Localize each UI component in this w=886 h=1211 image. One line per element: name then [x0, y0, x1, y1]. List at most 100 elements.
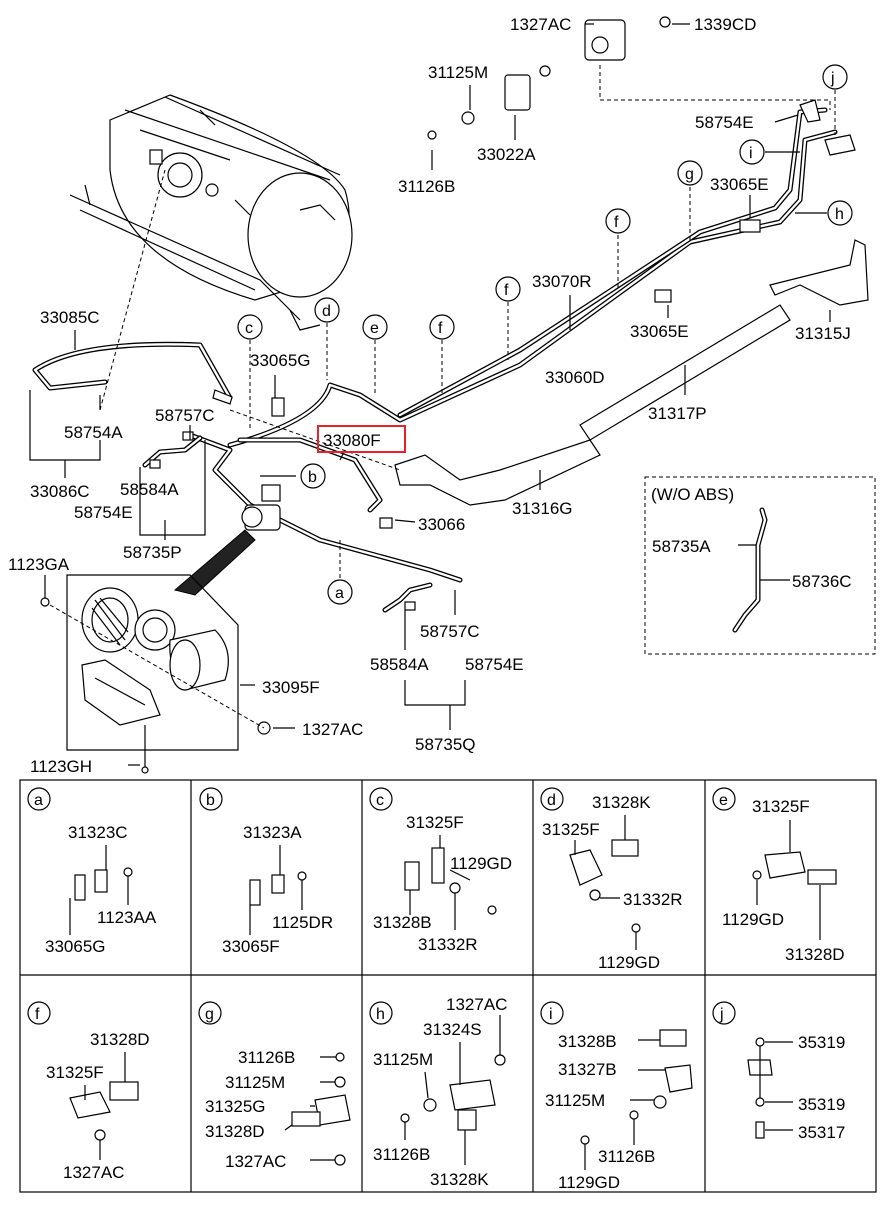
- panel-g-label-5: 1327AC: [225, 1152, 286, 1171]
- label-31126B-top: 31126B: [398, 177, 455, 196]
- panel-c-label-2: 1129GD: [450, 854, 512, 873]
- label-58754E-top: 58754E: [695, 113, 754, 132]
- callout-f1: f: [614, 214, 619, 231]
- label-58584A-right: 58584A: [370, 655, 429, 674]
- panel-g-label-2: 31125M: [225, 1073, 285, 1092]
- panel-i-label-5: 1129GD: [558, 1173, 620, 1192]
- label-58757C-right: 58757C: [420, 622, 480, 641]
- wo-abs-inset: [644, 476, 876, 655]
- panel-d-label-2: 31325F: [542, 820, 600, 839]
- panel-c-letter: c: [376, 792, 384, 809]
- highlight-box-33080F: [317, 425, 406, 453]
- callout-d: d: [322, 303, 331, 320]
- panel-h-letter: h: [376, 1006, 385, 1023]
- panel-e: e 31325F 1129GD 31328D: [712, 787, 845, 964]
- panel-b-label-1: 31323A: [243, 823, 302, 842]
- label-31315J: 31315J: [795, 324, 851, 343]
- panel-d-letter: d: [547, 792, 556, 809]
- panel-h-label-3: 31125M: [373, 1050, 433, 1069]
- panel-d-label-1: 31328K: [592, 793, 651, 812]
- label-33095F: 33095F: [262, 678, 320, 697]
- label-31316G: 31316G: [512, 499, 573, 518]
- callout-f3: f: [438, 320, 443, 337]
- label-58735A: 58735A: [652, 537, 711, 556]
- callout-e: e: [370, 320, 379, 337]
- part-labels: 1327AC 1339CD 31125M 58754E 33022A 31126…: [8, 15, 852, 776]
- panel-h-label-4: 31126B: [373, 1145, 430, 1164]
- label-33086C: 33086C: [30, 482, 90, 501]
- panel-g-label-4: 31328D: [205, 1122, 265, 1141]
- callout-h: h: [835, 206, 844, 223]
- panel-e-label-3: 31328D: [785, 945, 845, 964]
- label-33080F: 33080F: [323, 431, 381, 450]
- callout-f2: f: [504, 282, 509, 299]
- panel-i: i 31328B 31327B 31125M 31126B 1129GD: [540, 1001, 693, 1192]
- panel-i-letter: i: [549, 1006, 553, 1023]
- label-33085C: 33085C: [40, 308, 100, 327]
- panel-b-letter: b: [206, 792, 215, 809]
- hydraulic-unit: [427, 16, 856, 303]
- detail-grid: [19, 779, 877, 1193]
- panel-f-letter: f: [35, 1006, 40, 1023]
- panel-i-label-3: 31125M: [545, 1091, 605, 1110]
- abs-module: [173, 484, 281, 596]
- panel-g-letter: g: [205, 1006, 214, 1023]
- panel-j-label-2: 35319: [798, 1095, 845, 1114]
- panel-i-label-4: 31126B: [598, 1147, 655, 1166]
- callouts: j i g h f f f e d c b a: [237, 64, 853, 605]
- label-58735Q: 58735Q: [415, 735, 476, 754]
- callout-c: c: [245, 320, 253, 337]
- panel-a-label-2: 1123AA: [97, 908, 157, 927]
- label-31317P: 31317P: [648, 404, 707, 423]
- panel-c-label-3: 31328B: [373, 913, 432, 932]
- panel-f-label-3: 1327AC: [63, 1163, 124, 1182]
- panel-c-label-4: 31332R: [418, 935, 478, 954]
- label-58754E-left: 58754E: [74, 503, 133, 522]
- label-58754E-right: 58754E: [465, 655, 524, 674]
- label-58754A: 58754A: [64, 423, 123, 442]
- label-1123GH: 1123GH: [30, 757, 92, 776]
- label-1339CD: 1339CD: [694, 15, 756, 34]
- callout-a: a: [335, 585, 344, 602]
- panel-g: g 31126B 31125M 31325G 31328D 1327AC: [198, 1001, 351, 1171]
- panel-f-label-1: 31328D: [90, 1030, 150, 1049]
- label-1327AC-top: 1327AC: [510, 15, 571, 34]
- panel-h-label-5: 31328K: [430, 1170, 489, 1189]
- label-58584A-left: 58584A: [120, 480, 179, 499]
- panel-i-label-1: 31328B: [558, 1032, 617, 1051]
- panel-a-label-3: 33065G: [45, 937, 106, 956]
- callout-g: g: [685, 166, 694, 183]
- label-33065E-top: 33065E: [710, 175, 769, 194]
- panel-f-label-2: 31325F: [46, 1063, 104, 1082]
- label-33066: 33066: [418, 515, 465, 534]
- fuel-tank: [69, 94, 353, 331]
- panel-e-letter: e: [719, 792, 728, 809]
- label-58757C-left: 58757C: [155, 406, 215, 425]
- label-1327AC-mid: 1327AC: [302, 720, 363, 739]
- leader-lines: [29, 23, 836, 766]
- label-33065G: 33065G: [250, 351, 311, 370]
- panel-h-label-2: 31324S: [423, 1020, 482, 1039]
- panel-h: h 1327AC 31324S 31125M 31126B 31328K: [369, 995, 507, 1189]
- panel-i-label-2: 31327B: [558, 1060, 617, 1079]
- callout-i: i: [749, 145, 753, 162]
- label-33022A: 33022A: [477, 145, 536, 164]
- misc-brackets: [149, 389, 416, 611]
- panel-a-label-1: 31323C: [68, 823, 128, 842]
- panel-j: j 35319 35319 35317: [712, 1001, 845, 1142]
- panel-g-label-1: 31126B: [238, 1048, 295, 1067]
- panel-f: f 31328D 31325F 1327AC: [27, 1001, 150, 1182]
- label-58736C: 58736C: [792, 572, 852, 591]
- panel-j-label-1: 35319: [798, 1033, 845, 1052]
- callout-b: b: [308, 469, 317, 486]
- label-1123GA: 1123GA: [8, 555, 70, 574]
- panel-d-label-3: 31332R: [623, 890, 683, 909]
- panel-b-label-2: 1125DR: [272, 913, 333, 932]
- panel-c: c 31325F 1129GD 31328B 31332R: [369, 787, 512, 954]
- filter-inset: [40, 574, 271, 774]
- panel-d: d 31328K 31325F 31332R 1129GD: [540, 787, 683, 972]
- panel-e-label-2: 1129GD: [722, 910, 784, 929]
- label-58735P: 58735P: [123, 543, 182, 562]
- panel-c-label-1: 31325F: [406, 813, 464, 832]
